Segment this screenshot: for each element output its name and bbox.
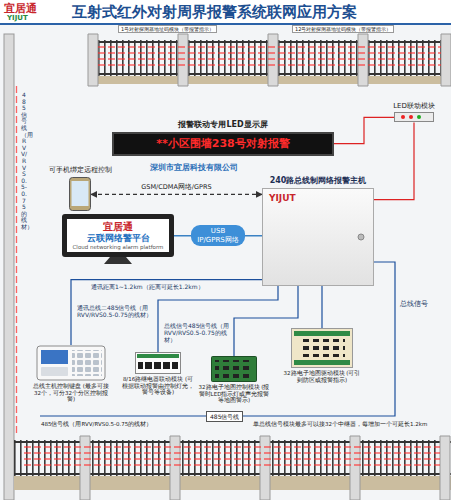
bus-note: 通讯总线二485信号线（用RVV/RVS0.5-0.75的线材） [76,304,156,318]
node-text: 报警联动专用LED显示屏 [112,120,334,130]
logo-latin: YIJUT [7,14,28,22]
fence-pole [4,34,14,500]
connector [158,286,278,352]
connector [234,286,298,356]
bus-note: 总线信号 [399,300,429,308]
led-link-module: LED联动模块 [382,102,446,122]
logo-name: 宜居通 [4,2,37,15]
relay-picture [135,352,181,374]
phone-body [69,177,91,211]
node-text: 8/16路继电器联动模块 (可根据联动报警由控制灯光，警号等设备) [122,376,194,396]
node-text: YIJUT [263,189,373,208]
company-name: 深圳市宜居科技有限公司 [150,163,238,173]
connector [91,194,262,195]
node-text: LED联动模块 [382,102,446,110]
host-cabinet: YIJUT [262,188,374,286]
monitor-stand [62,257,174,265]
map-driver-module: 32路电子地图驱动模块 (可引到防区或报警指示) [282,328,362,383]
wire-note: 485信号线（用RVV/RVS0.5-0.75的线材） [40,421,202,428]
node-text: 32路电子地图控制模块 (报警时LED指示灯或声光报警等地图警示) [198,384,270,404]
control-keypad-picture [36,345,106,381]
connector [321,286,322,328]
fence-pillar [80,436,450,500]
led-display: 报警联动专用LED显示屏 **小区围墙238号对射报警 [112,120,334,156]
detector-tag: 12号对射探测器地址码模块（带报警指示） [292,25,394,33]
fence-pillar [88,34,451,86]
node-text: 可手机绑定远程控制 [40,166,120,174]
node-text: 云联网络警平台 [69,233,167,244]
bus-note: 总线信号485信号线（用RVV/RVS0.5-0.75的线材） [163,322,231,344]
map-driver-module-picture [291,328,353,368]
relay-module-picture [135,352,181,374]
node-text: 宜居通 [69,221,167,233]
node-text: 总线主机控制键盘 (最多可接32个，可分32个分区控制报警) [30,383,112,403]
detector-tag: 1号对射探测器地址码模块（带报警指示） [118,25,217,33]
node-text: Cloud networking alarm platform [69,244,167,251]
vertical-wire-note: 485信号线（用RVV/RVS0.5-0.75的线材） [21,92,27,230]
connector [71,280,262,345]
bus-note: 通讯距离1~1.2km（距离可延长1.2km） [90,283,262,290]
led-picture [395,113,433,121]
node-text: 485信号线 [210,413,239,420]
monitor-screen: 宜居通云联网络警平台Cloud networking alarm platfor… [62,214,174,257]
signal-wire-tag: 485信号线 [206,411,243,422]
cloud-platform-monitor: 宜居通云联网络警平台Cloud networking alarm platfor… [62,214,174,265]
control-keypad: 总线主机控制键盘 (最多可接32个，可分32个分区控制报警) [30,345,112,403]
link-label: GSM/CDMA网络/GPRS [139,184,213,192]
network-cloud: USB IP/GPRS网络 [191,225,245,246]
wire-note: 单总线信号模块最多可以接32个中继器，每增加一个可延长1.2km [252,421,446,428]
mobile-phone: 可手机绑定远程控制 [40,166,120,211]
lock-picture [357,233,365,241]
node-text: 32路电子地图驱动模块 (可引到防区或报警指示) [282,370,362,383]
infrared-beam [98,47,441,65]
connector [374,122,414,199]
infrared-beam [16,86,17,434]
diagram-title: 互射式红外对射周界报警系统联网应用方案 [72,3,357,21]
board-picture [211,356,257,382]
keypad-picture [36,345,106,381]
alarm-host: 240路总线制网络报警主机 YIJUT [262,176,374,286]
infrared-beam [24,447,440,465]
node-text: **小区围墙238号对射报警 [114,134,332,154]
monitor-stand [62,257,174,265]
led-screen: **小区围墙238号对射报警 [112,132,334,156]
connector [334,117,394,143]
map-control-module-picture [211,356,257,382]
board-picture [291,328,353,368]
module-box [394,112,434,122]
map-control-module: 32路电子地图控制模块 (报警时LED指示灯或声光报警等地图警示) [198,356,270,404]
relay-module: 8/16路继电器联动模块 (可根据联动报警由控制灯光，警号等设备) [122,352,194,396]
phone-picture [69,177,91,211]
node-text: 240路总线制网络报警主机 [262,176,374,186]
